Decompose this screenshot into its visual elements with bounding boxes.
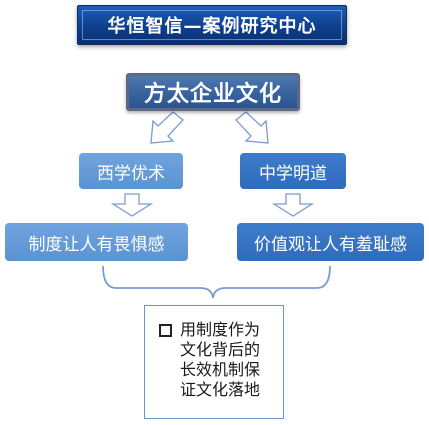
right-branch-box: 中学明道 [240,153,346,189]
banner-border [82,10,342,40]
conclusion-text: 用制度作为 文化背后的 长效机制保 证文化落地 [180,320,260,400]
arrow-down-right-icon [271,193,315,217]
left-result-label: 制度让人有畏惧感 [28,234,165,255]
arrow-down-left-icon [110,193,154,217]
right-branch-label: 中学明道 [259,163,327,184]
conclusion-box: 用制度作为 文化背后的 长效机制保 证文化落地 [144,305,284,419]
square-bullet-icon [159,324,172,337]
bracket-brace [102,265,331,299]
conclusion-line: 用制度作为 [180,320,261,339]
root-label: 方太企业文化 [143,82,282,107]
header-banner: 华恒智信—案例研究中心 [77,5,347,45]
banner-title: 华恒智信—案例研究中心 [107,16,317,37]
arrow-right-down-icon [235,111,269,144]
conclusion-line: 长效机制保 [180,360,261,379]
left-result-box: 制度让人有畏惧感 [5,223,188,261]
root-box: 方太企业文化 [126,73,300,111]
left-branch-box: 西学优术 [79,153,183,189]
right-result-label: 价值观让人有羞耻感 [254,234,407,255]
conclusion-line: 证文化落地 [180,380,261,399]
left-branch-label: 西学优术 [97,163,165,184]
conclusion-line: 文化背后的 [180,340,261,359]
right-result-box: 价值观让人有羞耻感 [237,223,424,261]
arrow-left-down-icon [150,111,184,144]
